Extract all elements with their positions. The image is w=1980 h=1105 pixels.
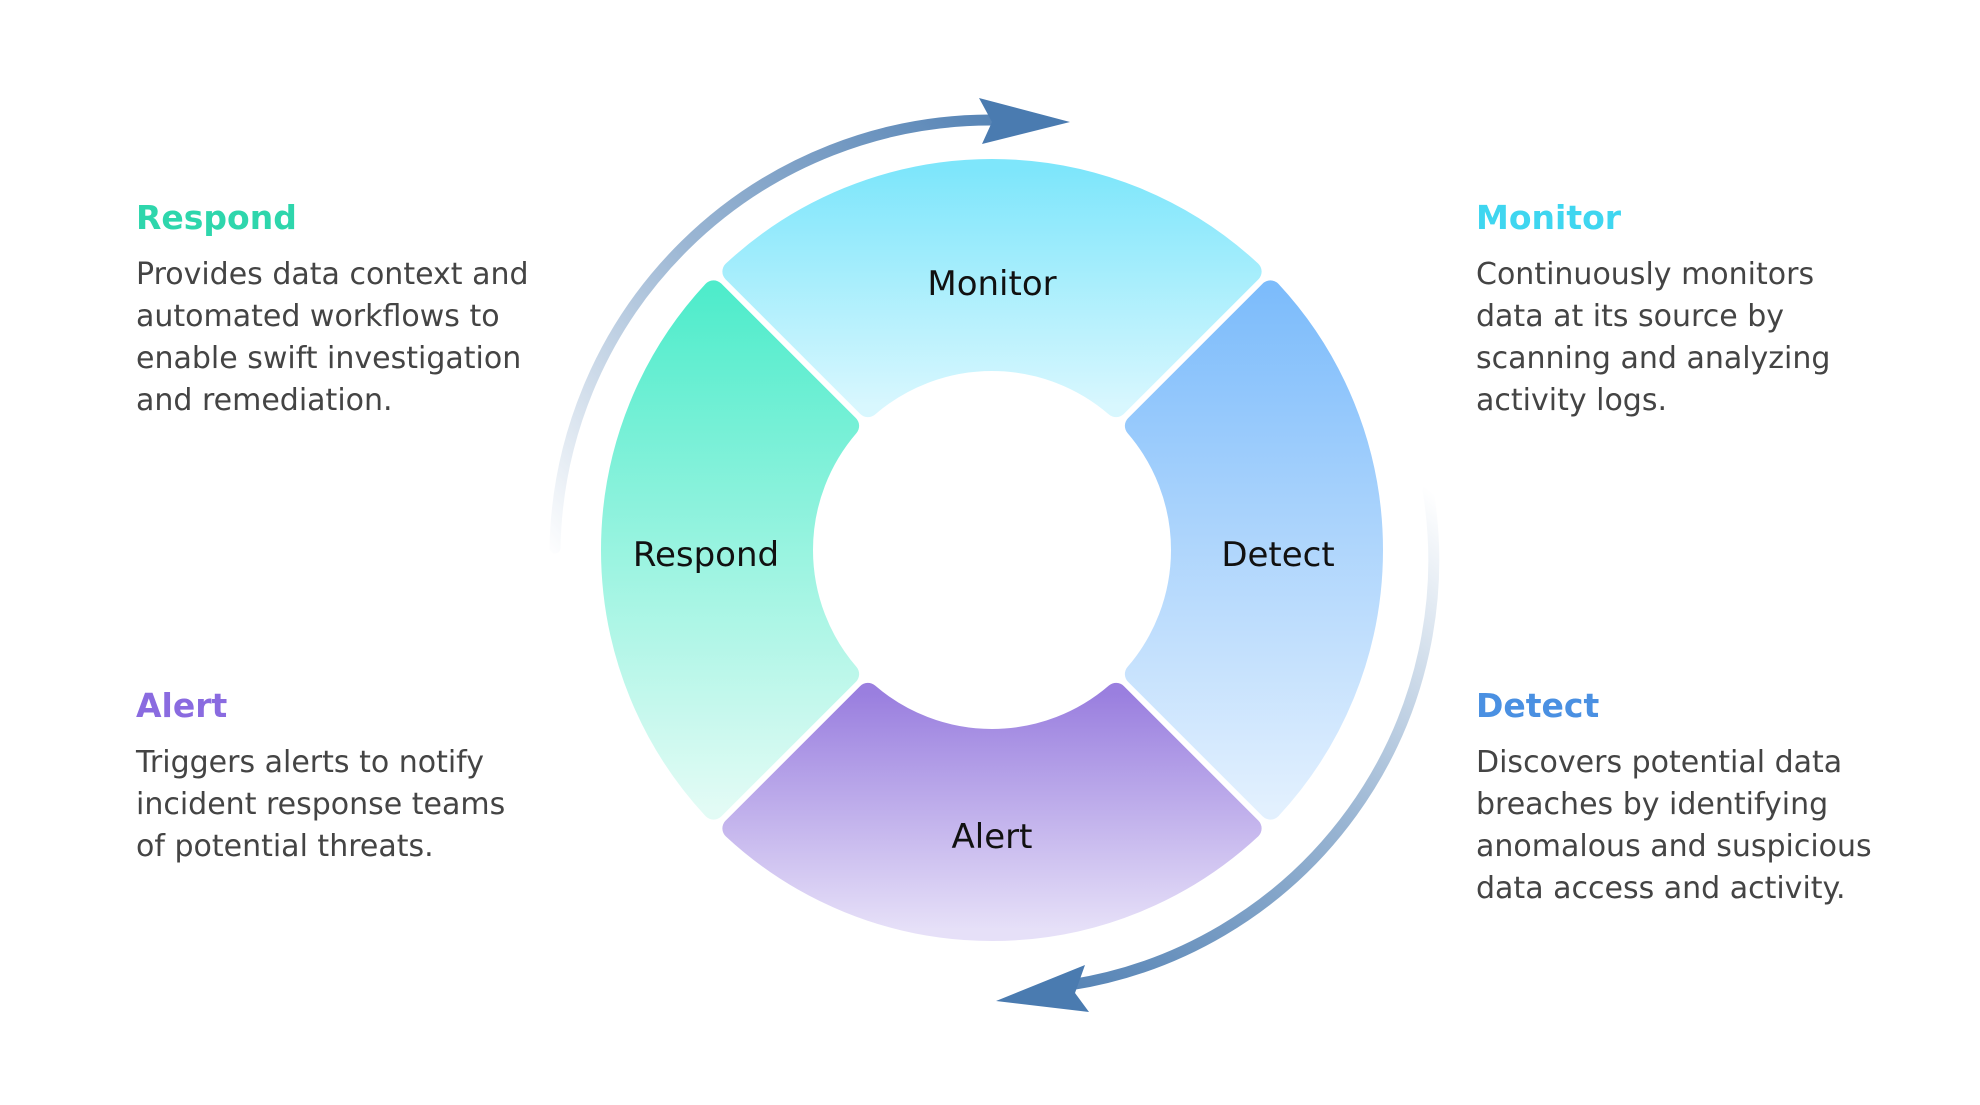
segment-label-monitor: Monitor: [927, 264, 1056, 304]
description-title-alert: Alert: [136, 686, 228, 725]
segment-label-detect: Detect: [1221, 535, 1334, 575]
description-line: Triggers alerts to notify: [136, 745, 484, 780]
segment-alert: [722, 682, 1262, 941]
segment-detect: [1124, 280, 1384, 820]
description-alert: Alert Triggers alerts to notify incident…: [136, 686, 576, 868]
description-line: enable swift investigation: [136, 341, 522, 376]
description-body-respond: Provides data context and automated work…: [136, 254, 576, 422]
description-line: breaches by identifying: [1476, 787, 1829, 822]
description-title-detect: Detect: [1476, 686, 1600, 725]
description-line: automated workflows to: [136, 299, 500, 334]
description-body-alert: Triggers alerts to notify incident respo…: [136, 742, 576, 868]
description-respond: Respond Provides data context and automa…: [136, 198, 576, 422]
description-title-respond: Respond: [136, 198, 297, 237]
description-line: Continuously monitors: [1476, 257, 1815, 292]
segment-label-respond: Respond: [633, 535, 779, 575]
clockwise-arrow-top: [549, 98, 1070, 554]
description-body-detect: Discovers potential data breaches by ide…: [1476, 742, 1916, 910]
description-body-monitor: Continuously monitors data at its source…: [1476, 254, 1916, 422]
cycle-segments: [601, 159, 1384, 941]
description-monitor: Monitor Continuously monitors data at it…: [1476, 198, 1916, 422]
description-line: Discovers potential data: [1476, 745, 1843, 780]
description-line: Provides data context and: [136, 257, 529, 292]
description-line: data at its source by: [1476, 299, 1785, 334]
description-line: anomalous and suspicious: [1476, 829, 1872, 864]
description-line: activity logs.: [1476, 383, 1668, 418]
segment-label-alert: Alert: [952, 817, 1033, 857]
description-title-monitor: Monitor: [1476, 198, 1622, 237]
segment-respond: [601, 280, 860, 820]
description-line: incident response teams: [136, 787, 506, 822]
description-detect: Detect Discovers potential data breaches…: [1476, 686, 1916, 910]
segment-monitor: [722, 159, 1262, 418]
description-line: of potential threats.: [136, 829, 434, 864]
description-line: and remediation.: [136, 383, 393, 418]
description-line: data access and activity.: [1476, 871, 1846, 906]
description-line: scanning and analyzing: [1476, 341, 1831, 376]
clockwise-arrow-bottom: [996, 484, 1440, 1012]
